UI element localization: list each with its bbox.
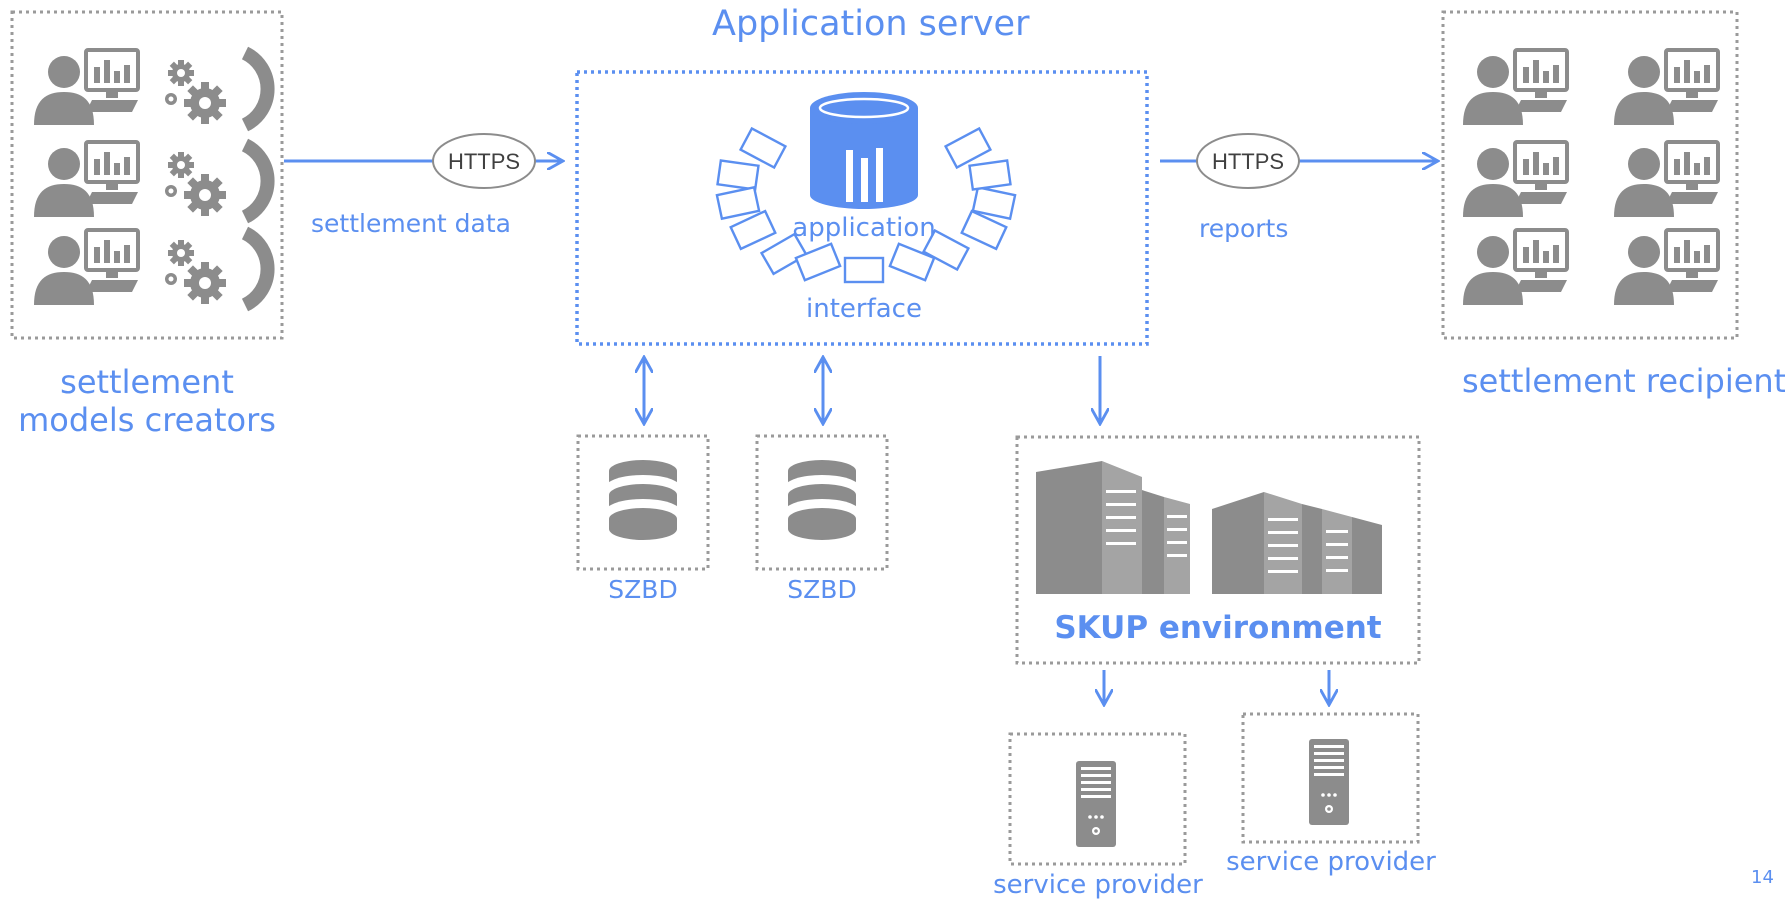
server-tower-icon — [1076, 761, 1116, 847]
provider1-box — [1008, 732, 1187, 866]
datacenter-building-icon — [1036, 461, 1382, 594]
db1-box — [576, 434, 710, 571]
recipient-user-icon — [1612, 228, 1720, 307]
provider1-label: service provider — [993, 870, 1203, 900]
gears-icon — [165, 233, 268, 305]
db2-box — [755, 434, 889, 571]
settlement-data-label: settlement data — [311, 209, 511, 238]
creator-user-icon — [32, 228, 140, 307]
creators-label-line1: settlement — [60, 363, 234, 401]
database-stack-icon — [785, 460, 859, 540]
reports-label: reports — [1199, 214, 1289, 243]
creator-user-icon — [32, 140, 140, 219]
recipient-user-icon — [1461, 140, 1569, 219]
app-label-interface: interface — [806, 294, 922, 324]
creators-label: settlement models creators — [2, 363, 292, 439]
https-left-ellipse — [432, 133, 536, 189]
server-tower-icon — [1309, 739, 1349, 825]
db2-label: SZBD — [787, 575, 857, 604]
diagram-title: Application server — [712, 4, 1030, 44]
db1-label: SZBD — [608, 575, 678, 604]
https-right-label: HTTPS — [1212, 149, 1284, 174]
provider2-box — [1241, 712, 1420, 844]
app-server-box — [575, 70, 1149, 346]
database-icon — [810, 92, 918, 209]
creator-user-icon — [32, 48, 140, 127]
skup-box — [1015, 435, 1421, 665]
recipient-user-icon — [1612, 140, 1720, 219]
https-right-ellipse — [1196, 133, 1300, 189]
recipient-user-icon — [1612, 48, 1720, 127]
recipient-user-icon — [1461, 228, 1569, 307]
database-stack-icon — [606, 460, 680, 540]
page-number: 14 — [1751, 867, 1774, 888]
skup-label: SKUP environment — [1054, 610, 1382, 646]
provider2-label: service provider — [1226, 847, 1436, 877]
recipient-box — [1441, 10, 1739, 340]
gears-icon — [165, 53, 268, 125]
creators-box — [10, 10, 284, 340]
gears-icon — [165, 145, 268, 217]
recipient-label: settlement recipient — [1462, 362, 1785, 400]
recipient-user-icon — [1461, 48, 1569, 127]
creators-label-line2: models creators — [18, 401, 276, 439]
https-left-label: HTTPS — [448, 149, 520, 174]
app-label-application: application — [792, 213, 936, 243]
